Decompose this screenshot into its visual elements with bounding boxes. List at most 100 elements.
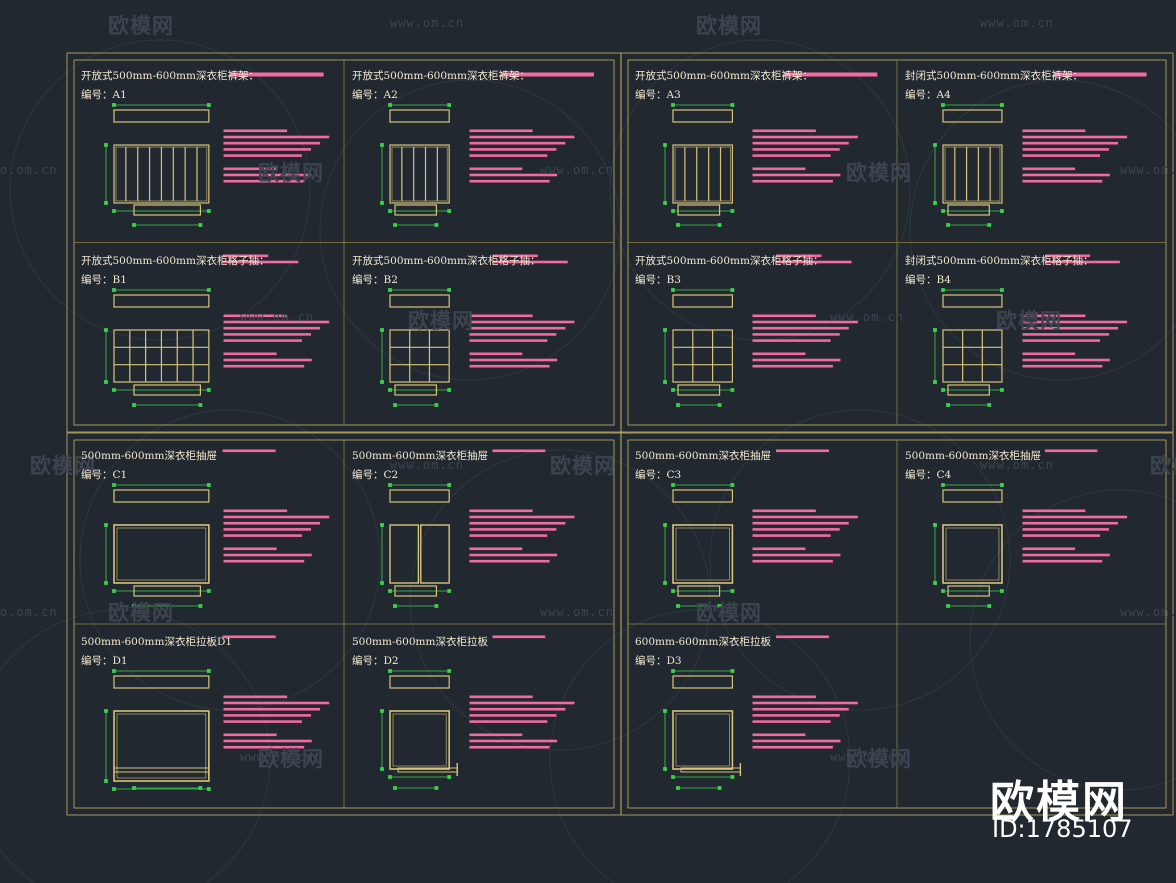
spec-note-line	[1022, 179, 1103, 183]
dimension-tick	[388, 209, 392, 213]
cabinet-inner-edge	[674, 146, 731, 202]
dimension-tick	[730, 589, 735, 593]
section-view	[394, 204, 438, 216]
dimension-tick	[663, 709, 667, 713]
dimension-tick	[663, 143, 667, 147]
dimension-tick	[933, 143, 937, 147]
dimension-tick	[388, 589, 392, 593]
spec-note-line	[752, 553, 841, 557]
spec-note-line	[1022, 167, 1076, 171]
drawer-front-right	[420, 524, 450, 584]
dimension-tick	[447, 103, 452, 107]
spec-note-line	[469, 179, 550, 183]
dimension-tick	[198, 223, 203, 227]
dimension-tick	[112, 288, 116, 292]
cell-code: 编号：C3	[635, 469, 682, 481]
top-view-strip	[389, 294, 450, 308]
spec-note-line	[752, 739, 841, 743]
dimension-tick	[671, 103, 675, 107]
spec-note-line	[1022, 515, 1128, 519]
spec-note-line	[752, 559, 833, 563]
section-view	[677, 384, 721, 396]
watermark-url: www.om.cn	[830, 310, 905, 324]
dimension-tick	[671, 669, 675, 673]
dimension-tick	[447, 483, 452, 487]
dimension-tick	[388, 288, 392, 292]
watermark-circle	[909, 79, 1176, 381]
cell-code: 编号：A4	[905, 89, 951, 101]
section-view	[677, 585, 721, 597]
watermark-text: 欧模网	[846, 161, 912, 185]
dimension-tick	[434, 223, 439, 227]
drawer-front-view	[389, 710, 450, 770]
watermark-url: www.om.cn	[540, 163, 615, 177]
spec-note-line	[469, 167, 523, 171]
cell-title: 封闭式500mm-600mm深衣柜格子抽：	[905, 255, 1094, 267]
spec-note-line	[469, 333, 557, 336]
cell-title: 500mm-600mm深衣柜抽屉	[352, 450, 488, 462]
title-highlight	[784, 72, 878, 77]
cabinet-front-view	[672, 144, 734, 204]
top-view-strip	[113, 675, 210, 689]
dimension-tick	[206, 209, 211, 213]
dimension-tick	[1000, 483, 1004, 487]
watermark-text: 欧模网	[258, 747, 324, 771]
dimension-tick	[388, 483, 392, 487]
dimension-tick	[730, 388, 735, 392]
watermark-url: www.om.cn	[390, 16, 465, 30]
cell-code: 编号：C4	[905, 469, 952, 481]
spec-note-line	[223, 559, 305, 563]
section-view	[394, 585, 438, 597]
dimension-tick	[112, 787, 116, 791]
dimension-tick	[104, 328, 108, 332]
spec-note-line	[223, 167, 277, 171]
spec-note-line	[776, 449, 829, 453]
cell-title: 600mm-600mm深衣柜拉板	[635, 636, 771, 648]
spec-note-line	[469, 314, 533, 318]
dimension-tick	[198, 403, 203, 407]
cell-code: 编号：D1	[81, 655, 128, 667]
watermark-text: 欧模网	[846, 747, 912, 771]
top-view-strip	[672, 109, 734, 123]
spec-note-line	[469, 720, 548, 723]
watermark-url: www.om.cn	[540, 605, 615, 619]
top-view-strip	[389, 675, 450, 689]
spec-note-line	[469, 534, 548, 537]
cabinet-front-view	[389, 144, 450, 204]
spec-note-line	[1022, 135, 1128, 139]
watermark-text: 欧模网	[1150, 454, 1176, 478]
cell-code: 编号：B2	[352, 274, 398, 286]
spec-note-line	[776, 635, 829, 639]
spec-note-line	[469, 547, 523, 551]
spec-note-line	[752, 179, 833, 183]
dimension-tick	[112, 388, 116, 392]
spec-note-line	[1044, 254, 1091, 258]
dimension-tick	[380, 767, 384, 771]
dimension-tick	[717, 223, 722, 227]
cell-code: 编号：C2	[352, 469, 399, 481]
spec-note-line	[469, 559, 550, 563]
spec-note-line	[752, 173, 841, 177]
cell-title: 开放式500mm-600mm深衣柜裤架：	[352, 70, 530, 82]
dimension-tick	[933, 581, 937, 585]
spec-note-line	[1044, 260, 1120, 264]
brand-id: ID:1785107	[992, 815, 1133, 843]
watermark-circle	[709, 409, 1011, 711]
cell-code: 编号：D3	[635, 655, 682, 667]
watermark-url: www.om.cn	[830, 750, 905, 764]
dimension-tick	[198, 604, 203, 608]
spec-note-line	[1022, 553, 1110, 557]
section-view	[947, 585, 990, 597]
spec-note-line	[1022, 173, 1110, 177]
spec-note-line	[1022, 352, 1076, 356]
cell-title: 开放式500mm-600mm深衣柜格子抽：	[81, 255, 270, 267]
dimension-tick	[933, 328, 937, 332]
drawer-front-view	[672, 710, 734, 770]
spec-note-line	[1022, 509, 1086, 513]
dimension-tick	[671, 589, 675, 593]
section-view	[394, 384, 438, 396]
watermark-url: www.om.cn	[1120, 163, 1176, 177]
section-view	[947, 384, 990, 396]
cell-title: 开放式500mm-600mm深衣柜格子抽：	[352, 255, 541, 267]
